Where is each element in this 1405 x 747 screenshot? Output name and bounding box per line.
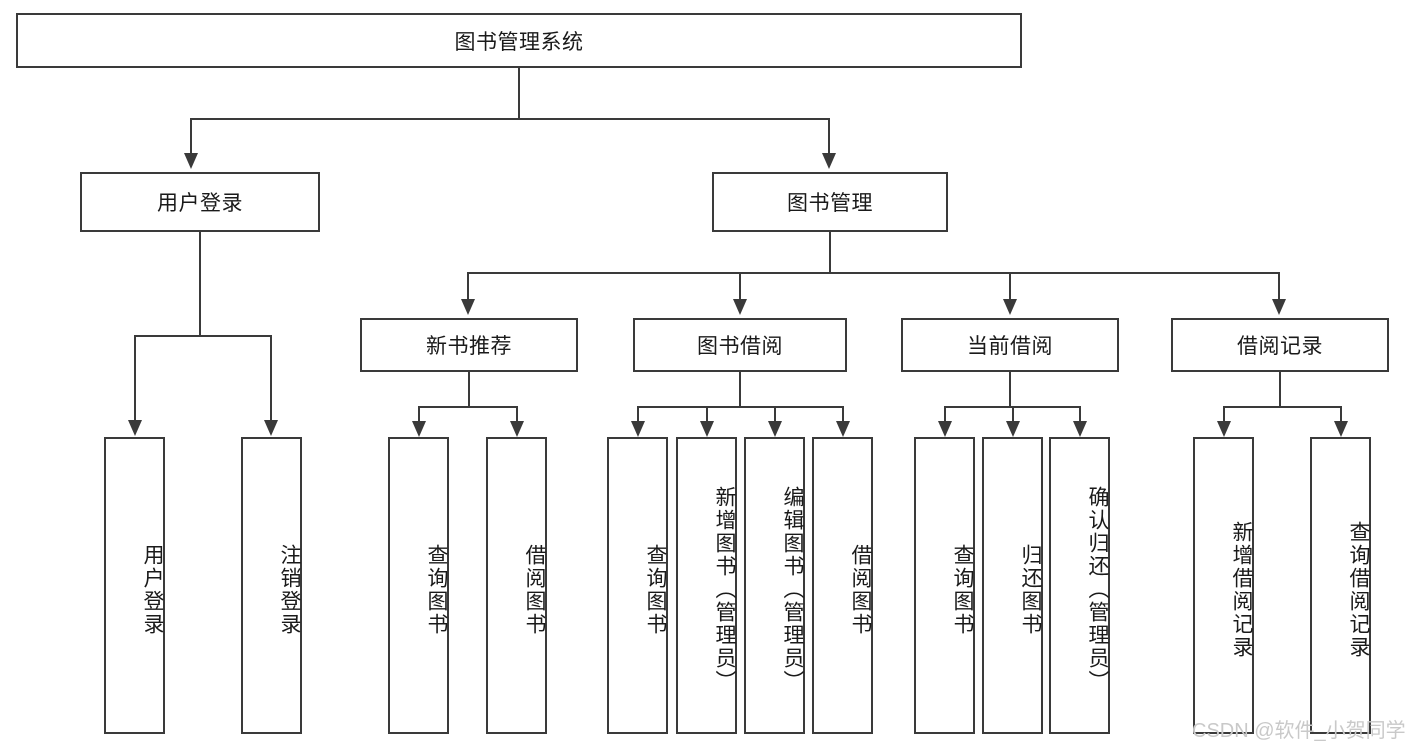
node-label: 归还图书 [1019,543,1042,636]
connector-bb-leaf-1 [637,406,639,422]
connector-cb-leaf-3 [1079,406,1081,422]
arrowhead-borrow-record-icon [1272,299,1286,315]
arrowhead-user-login-leaf-2-icon [264,420,278,436]
arrowhead-bb-leaf-1-icon [631,421,645,437]
node-label: 查询图书 [425,543,448,636]
node-label: 查询图书 [644,543,667,636]
node-new-book-recommend[interactable]: 新书推荐 [360,318,578,372]
leaf-new-book-recommend-borrow[interactable]: 借阅图书 [486,437,547,734]
leaf-user-login-logout[interactable]: 注销登录 [241,437,302,734]
connector-book-borrow-stem [739,372,741,406]
connector-root-to-book-management [828,118,830,154]
connector-br-leaf-1 [1223,406,1225,422]
connector-user-login-stem [199,232,201,335]
node-label: 图书管理 [787,192,873,215]
connector-book-management-stem [829,232,831,272]
connector-nbr-leaf-1 [418,406,420,422]
node-label: 编辑图书（管理员） [781,486,804,693]
leaf-user-login-login[interactable]: 用户登录 [104,437,165,734]
connector-bb-leaf-3 [774,406,776,422]
arrowhead-br-leaf-1-icon [1217,421,1231,437]
connector-to-borrow-record [1278,272,1280,300]
leaf-current-borrow-confirm-return[interactable]: 确认归还（管理员） [1049,437,1110,734]
leaf-book-borrow-edit[interactable]: 编辑图书（管理员） [744,437,805,734]
node-label: 新增借阅记录 [1230,520,1253,659]
node-label: 确认归还（管理员） [1086,486,1109,693]
connector-br-leaf-2 [1340,406,1342,422]
connector-user-login-to-leaf-2 [270,335,272,421]
leaf-borrow-record-query[interactable]: 查询借阅记录 [1310,437,1371,734]
node-label: 借阅记录 [1237,335,1323,358]
arrowhead-book-borrow-icon [733,299,747,315]
connector-root-stem [518,68,520,118]
arrowhead-nbr-leaf-2-icon [510,421,524,437]
node-root-book-management-system[interactable]: 图书管理系统 [16,13,1022,68]
connector-book-management-bus [467,272,1279,274]
node-label: 图书借阅 [697,335,783,358]
arrowhead-cb-leaf-2-icon [1006,421,1020,437]
connector-root-to-user-login [190,118,192,154]
node-label: 查询图书 [951,543,974,636]
node-book-management[interactable]: 图书管理 [712,172,948,232]
node-label: 当前借阅 [967,335,1053,358]
leaf-book-borrow-add[interactable]: 新增图书（管理员） [676,437,737,734]
connector-current-borrow-stem [1009,372,1011,406]
arrowhead-current-borrow-icon [1003,299,1017,315]
node-current-borrow[interactable]: 当前借阅 [901,318,1119,372]
leaf-book-borrow-query[interactable]: 查询图书 [607,437,668,734]
arrowhead-new-book-recommend-icon [461,299,475,315]
arrowhead-cb-leaf-1-icon [938,421,952,437]
node-label: 查询借阅记录 [1347,520,1370,659]
arrowhead-bb-leaf-2-icon [700,421,714,437]
connector-root-bus [190,118,830,120]
connector-to-current-borrow [1009,272,1011,300]
connector-to-book-borrow [739,272,741,300]
leaf-borrow-record-add[interactable]: 新增借阅记录 [1193,437,1254,734]
arrowhead-nbr-leaf-1-icon [412,421,426,437]
node-label: 借阅图书 [523,543,546,636]
leaf-current-borrow-query[interactable]: 查询图书 [914,437,975,734]
leaf-new-book-recommend-query[interactable]: 查询图书 [388,437,449,734]
node-label: 用户登录 [141,543,164,636]
connector-bb-leaf-4 [842,406,844,422]
node-book-borrow[interactable]: 图书借阅 [633,318,847,372]
connector-bb-leaf-2 [706,406,708,422]
arrowhead-cb-leaf-3-icon [1073,421,1087,437]
connector-user-login-bus [134,335,272,337]
connector-to-new-book-recommend [467,272,469,300]
arrowhead-br-leaf-2-icon [1334,421,1348,437]
arrowhead-root-to-user-login-icon [184,153,198,169]
leaf-book-borrow-borrow[interactable]: 借阅图书 [812,437,873,734]
arrowhead-bb-leaf-4-icon [836,421,850,437]
connector-borrow-record-bus [1223,406,1342,408]
node-label: 新书推荐 [426,335,512,358]
connector-book-borrow-bus [637,406,843,408]
connector-new-book-recommend-stem [468,372,470,406]
leaf-current-borrow-return[interactable]: 归还图书 [982,437,1043,734]
arrowhead-user-login-leaf-1-icon [128,420,142,436]
connector-borrow-record-stem [1279,372,1281,406]
connector-cb-leaf-2 [1012,406,1014,422]
connector-user-login-to-leaf-1 [134,335,136,421]
arrowhead-bb-leaf-3-icon [768,421,782,437]
node-label: 注销登录 [278,543,301,636]
connector-new-book-recommend-bus [418,406,518,408]
node-label: 新增图书（管理员） [713,486,736,693]
node-label: 借阅图书 [849,543,872,636]
connector-cb-leaf-1 [944,406,946,422]
arrowhead-root-to-book-management-icon [822,153,836,169]
node-label: 图书管理系统 [454,30,584,54]
node-label: 用户登录 [157,192,243,215]
node-borrow-record[interactable]: 借阅记录 [1171,318,1389,372]
node-user-login[interactable]: 用户登录 [80,172,320,232]
connector-nbr-leaf-2 [516,406,518,422]
